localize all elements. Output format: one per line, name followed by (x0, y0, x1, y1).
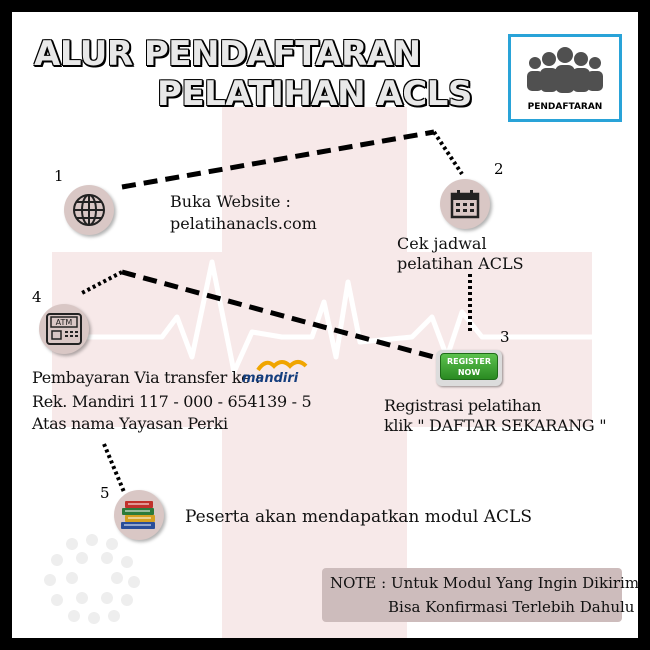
atm-screen-text: ATM (56, 318, 73, 327)
step-3-text-line-2: klik " DAFTAR SEKARANG " (384, 416, 607, 435)
globe-icon (73, 194, 105, 226)
badge-label: PENDAFTARAN (527, 102, 603, 112)
step-2-number: 2 (494, 160, 504, 178)
step-4-text-line-3: Atas nama Yayasan Perki (32, 414, 228, 433)
note-line-2: Bisa Konfirmasi Terlebih Dahulu (388, 598, 635, 616)
group-people-icon (527, 47, 603, 93)
step-4-icon-circle: ATM (39, 304, 89, 354)
step-2-text-line-1: Cek jadwal (397, 234, 487, 253)
step-1-number: 1 (54, 167, 64, 185)
infographic-frame: ALUR PENDAFTARAN PELATIHAN ACLS PENDAFTA… (12, 12, 638, 638)
title-line-1: ALUR PENDAFTARAN (34, 34, 421, 74)
step-4-text-line-1: Pembayaran Via transfer ke : (32, 368, 261, 387)
mandiri-logo: mandiri (242, 358, 322, 388)
atm-icon: ATM (46, 313, 82, 345)
step-3-text-line-1: Registrasi pelatihan (384, 396, 542, 415)
mandiri-wave-icon (256, 360, 308, 372)
registration-badge: PENDAFTARAN (508, 34, 622, 122)
decorative-dot-cluster (44, 534, 140, 624)
calendar-icon (450, 190, 480, 219)
step-5-icon-circle (114, 490, 164, 540)
step-1-icon-circle (64, 185, 114, 235)
register-button-text-1: REGISTER (446, 357, 491, 366)
dotted-connectors (79, 130, 472, 493)
note-box: NOTE : Untuk Modul Yang Ingin Dikirim Bi… (322, 568, 638, 622)
background-graphics (44, 107, 592, 638)
connector-4-up (79, 270, 123, 296)
register-now-icon: REGISTER NOW (436, 350, 502, 386)
register-button-text-2: NOW (457, 368, 481, 377)
step-2-text-line-2: pelatihan ACLS (397, 254, 524, 273)
step-2-icon-circle (440, 179, 490, 229)
step-1-text-line-1: Buka Website : (170, 192, 291, 211)
step-5-text: Peserta akan mendapatkan modul ACLS (185, 507, 532, 527)
connector-2-down (432, 130, 464, 176)
step-4-text-line-2: Rek. Mandiri 117 - 000 - 654139 - 5 (32, 392, 312, 411)
title-line-2: PELATIHAN ACLS (157, 74, 472, 114)
connector-4-3 (121, 269, 453, 365)
step-4-number: 4 (32, 288, 42, 306)
connector-4-5 (102, 443, 126, 493)
flow-connectors (121, 129, 453, 365)
mandiri-logo-text: mandiri (242, 371, 299, 386)
connector-1-2 (121, 129, 435, 190)
step-1-text-line-2: pelatihanacls.com (170, 214, 317, 233)
books-icon (121, 501, 155, 529)
note-line-1: NOTE : Untuk Modul Yang Ingin Dikirim (330, 574, 638, 592)
step-3-number: 3 (500, 328, 510, 346)
step-5-number: 5 (100, 484, 110, 502)
